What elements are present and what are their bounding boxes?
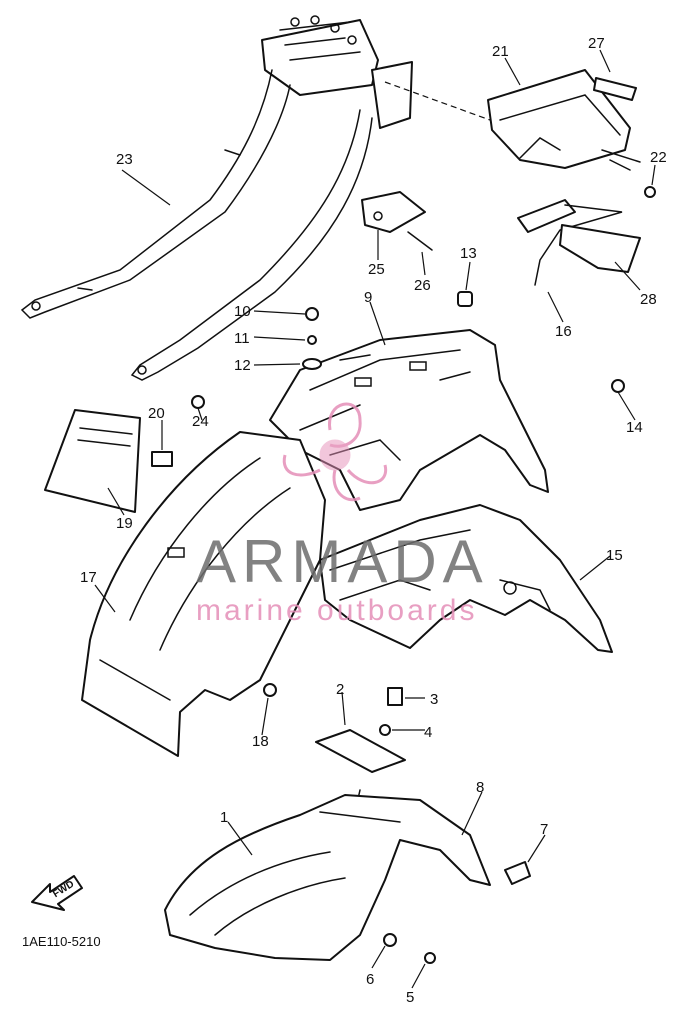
- callout-17: 17: [80, 569, 97, 586]
- callout-26: 26: [414, 277, 431, 294]
- part-25-bracket: [361, 191, 433, 251]
- callout-11: 11: [234, 330, 250, 347]
- part-1-front-fender: [164, 794, 531, 961]
- watermark-brand: ARMADA: [196, 528, 489, 595]
- callout-24: 24: [192, 413, 209, 430]
- fasteners: [191, 186, 656, 964]
- watermark-tagline: marine outboards: [196, 594, 477, 627]
- part-21-box: [487, 69, 641, 171]
- part-17-rear-fender: [81, 431, 326, 757]
- part-code: 1AE110-5210: [22, 934, 101, 949]
- octopus-logo-icon: [282, 402, 388, 502]
- part-16-bracket: [517, 199, 641, 286]
- callout-18: 18: [252, 733, 269, 750]
- callout-7: 7: [540, 821, 548, 838]
- callout-2: 2: [336, 681, 344, 698]
- callout-27: 27: [588, 35, 605, 52]
- callout-21: 21: [492, 43, 509, 60]
- callout-25: 25: [368, 261, 385, 278]
- callout-3: 3: [430, 691, 438, 708]
- callout-10: 10: [234, 303, 251, 320]
- part-23-frame: [20, 15, 413, 381]
- callout-9: 9: [364, 289, 372, 306]
- callout-20: 20: [148, 405, 165, 422]
- callout-8: 8: [476, 779, 484, 796]
- watermark: ARMADA marine outboards: [196, 402, 489, 627]
- callout-28: 28: [640, 291, 657, 308]
- callout-16: 16: [555, 323, 572, 340]
- callout-6: 6: [366, 971, 374, 988]
- callout-5: 5: [406, 989, 414, 1006]
- callout-13: 13: [460, 245, 477, 262]
- part-19-plate: [44, 409, 173, 513]
- fwd-arrow-icon: FWD: [31, 875, 83, 911]
- callout-1: 1: [220, 809, 228, 826]
- callout-15: 15: [606, 547, 623, 564]
- part-15-mudguard: [319, 504, 613, 653]
- callout-14: 14: [626, 419, 643, 436]
- callout-12: 12: [234, 357, 251, 374]
- callout-19: 19: [116, 515, 133, 532]
- callout-22: 22: [650, 149, 667, 166]
- leader-lines: [94, 49, 656, 989]
- part-2-plate: [315, 687, 406, 871]
- callout-23: 23: [116, 151, 133, 168]
- callout-4: 4: [424, 724, 432, 741]
- callout-labels: 23 21 27 22 25 26 13 28 16 9 10 11 12 14…: [80, 35, 667, 1006]
